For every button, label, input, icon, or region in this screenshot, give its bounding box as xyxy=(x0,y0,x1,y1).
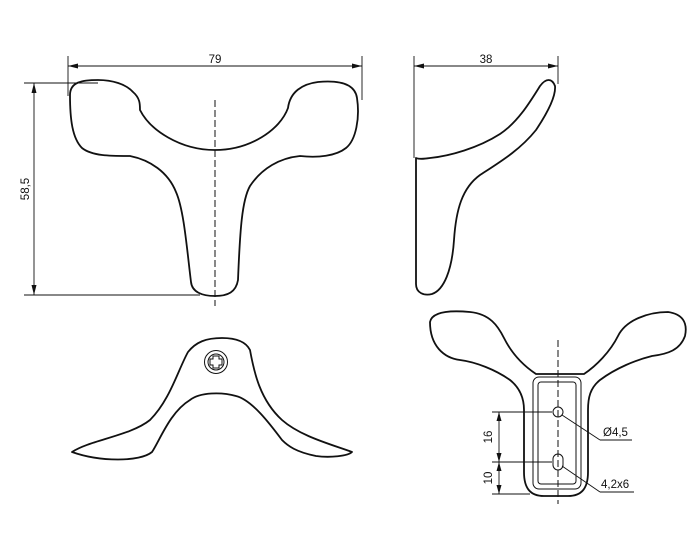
hole-spacing-dimension: 16 10 xyxy=(483,411,552,495)
back-view xyxy=(429,310,687,504)
height-label: 58,5 xyxy=(20,178,32,200)
height-dimension: 58,5 xyxy=(20,82,200,296)
side-view xyxy=(415,79,556,296)
mounting-plate-recess xyxy=(537,381,577,485)
front-view xyxy=(69,79,359,306)
hole-callouts: Ø4,5 4,2x6 xyxy=(561,414,634,493)
screw-icon xyxy=(204,350,228,374)
mounting-plate-inner xyxy=(532,376,582,490)
depth-label: 38 xyxy=(480,54,493,66)
hole-offset-label: 10 xyxy=(483,472,495,485)
width-dimension: 79 xyxy=(67,54,363,100)
depth-dimension: 38 xyxy=(413,54,559,158)
hole-diameter-label: Ø4,5 xyxy=(603,427,628,439)
slot-hole-icon xyxy=(552,453,564,471)
top-view xyxy=(71,337,353,461)
slot-size-label: 4,2x6 xyxy=(601,479,629,491)
back-view-outline xyxy=(429,310,687,497)
hole-spacing-label: 16 xyxy=(483,431,495,444)
width-label: 79 xyxy=(209,54,222,66)
top-view-outline xyxy=(71,337,353,461)
round-hole-icon xyxy=(552,406,564,418)
side-view-outline xyxy=(415,79,556,296)
front-view-outline xyxy=(69,79,359,297)
